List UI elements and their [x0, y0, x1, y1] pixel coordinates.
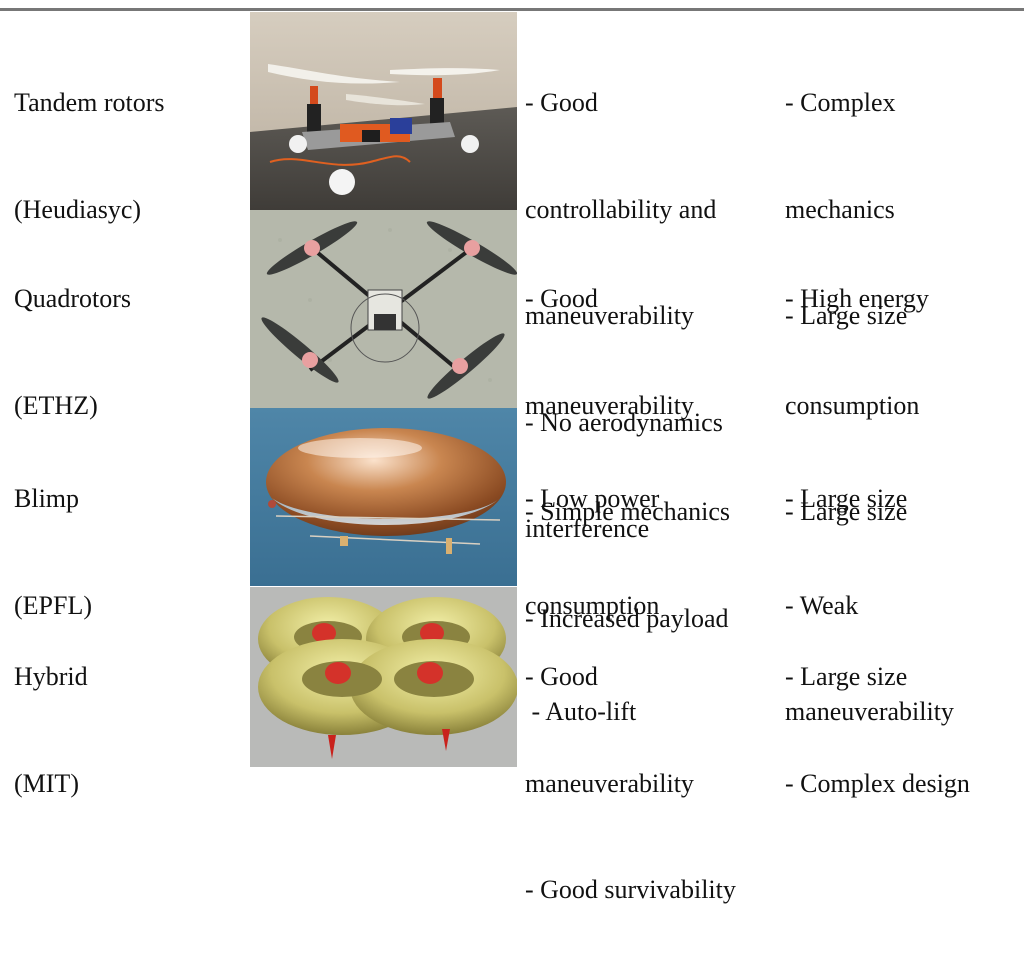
- robot-name-cell: Blimp (EPFL): [14, 410, 92, 694]
- advantage-line: consumption: [525, 590, 660, 620]
- tandem-rotor-photo: [250, 12, 517, 210]
- disadvantage-line: - Large size: [785, 497, 908, 526]
- advantages-cell: - Good maneuverability - Good survivabil…: [525, 588, 736, 979]
- robot-name: Hybrid: [14, 662, 88, 691]
- blimp-photo: [250, 408, 517, 586]
- disadvantage-line: maneuverability: [785, 697, 954, 726]
- advantage-line: maneuverability: [525, 301, 694, 330]
- advantage-line: - Good: [525, 88, 598, 117]
- advantage-line: - Increased payload: [525, 603, 729, 633]
- robot-lab: (Heudiasyc): [14, 194, 142, 224]
- disadvantages-cell: - Complex mechanics - Large size: [785, 14, 907, 405]
- advantages-cell: - Good controllability and maneuverabili…: [525, 14, 723, 618]
- advantage-line: - Simple mechanics: [525, 497, 731, 526]
- advantage-line: interference: [525, 514, 650, 543]
- robot-name: Tandem rotors: [14, 88, 165, 117]
- advantages-cell: - Low power consumption - Auto-lift: [525, 410, 659, 801]
- advantage-line: - Good: [525, 284, 598, 313]
- disadvantages-cell: - High energy consumption - Large size: [785, 210, 929, 601]
- disadvantage-line: - Weak: [785, 590, 859, 620]
- advantage-line: - Low power: [525, 484, 660, 513]
- advantage-line: controllability and: [525, 194, 717, 224]
- advantage-line: maneuverability: [525, 390, 694, 420]
- robot-name: Blimp: [14, 484, 80, 513]
- robot-name: Quadrotors: [14, 284, 131, 313]
- advantage-line: - Auto-lift: [525, 697, 637, 726]
- disadvantages-cell: - Large size - Weak maneuverability: [785, 410, 954, 801]
- robot-name-cell: Quadrotors (ETHZ): [14, 210, 131, 494]
- table-top-rule: [0, 8, 1024, 11]
- robot-lab: (MIT): [14, 768, 79, 798]
- disadvantage-line: - Large size: [785, 484, 908, 513]
- quadrotor-photo: [250, 210, 517, 408]
- advantage-line: - No aerodynamics: [525, 407, 723, 437]
- advantages-cell: - Good maneuverability - Simple mechanic…: [525, 210, 730, 707]
- disadvantages-cell: - Large size - Complex design: [785, 588, 970, 872]
- disadvantage-line: consumption: [785, 390, 920, 420]
- robot-lab: (ETHZ): [14, 390, 98, 420]
- advantage-line: - Good: [525, 662, 598, 691]
- robot-name-cell: Hybrid (MIT): [14, 588, 88, 872]
- disadvantage-line: - Large size: [785, 301, 908, 330]
- disadvantage-line: - Complex design: [785, 768, 970, 798]
- disadvantage-line: - High energy: [785, 284, 929, 313]
- hybrid-render: [250, 587, 517, 767]
- disadvantage-line: - Large size: [785, 662, 908, 691]
- robot-name-cell: Tandem rotors (Heudiasyc): [14, 14, 165, 298]
- advantage-line: - Good survivability: [525, 875, 736, 904]
- robot-lab: (EPFL): [14, 590, 92, 620]
- disadvantage-line: - Complex: [785, 88, 896, 117]
- advantage-line: maneuverability: [525, 768, 694, 798]
- disadvantage-line: mechanics: [785, 194, 895, 224]
